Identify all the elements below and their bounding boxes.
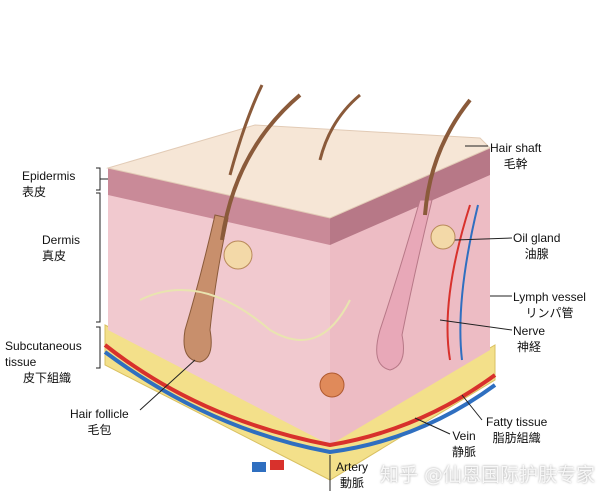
vein-vessel (103, 350, 497, 455)
nerve-fiber (139, 289, 351, 341)
vein-branch (459, 204, 479, 361)
label-vein-en: Vein (452, 429, 476, 443)
hair-shaft-4 (423, 98, 472, 216)
label-nerve-ja: 神経 (517, 340, 542, 354)
label-vein: Vein 静脈 (452, 428, 476, 460)
label-epidermis-en: Epidermis (22, 169, 76, 183)
label-hair-shaft-ja: 毛幹 (503, 157, 528, 171)
vessel-cut-blue (252, 462, 266, 472)
label-dermis-ja: 真皮 (42, 249, 67, 263)
hair-shaft-3 (318, 93, 361, 161)
artery-vessel (103, 343, 497, 448)
label-dermis: Dermis 真皮 (42, 232, 80, 264)
label-subcutaneous-en1: Subcutaneous (5, 339, 82, 353)
watermark: 知乎 @仙恩国际护肤专家 (380, 464, 596, 486)
label-subcutaneous-ja: 皮下組織 (23, 371, 72, 385)
label-nerve-en: Nerve (513, 324, 546, 338)
dermis-front-face (108, 185, 330, 445)
hair-follicle-right (376, 199, 433, 371)
label-hair-follicle-ja: 毛包 (87, 423, 112, 437)
label-artery-en: Artery (336, 460, 369, 474)
label-lymph-vessel-ja: リンパ管 (525, 306, 574, 320)
label-hair-shaft-en: Hair shaft (490, 141, 542, 155)
label-vein-ja: 静脈 (452, 445, 477, 459)
label-epidermis-ja: 表皮 (22, 185, 47, 199)
oil-gland-right (430, 224, 456, 250)
oil-gland-left (223, 240, 253, 270)
hair-shaft-2 (228, 84, 264, 176)
label-hair-follicle-en: Hair follicle (70, 407, 129, 421)
epidermis-right-band (330, 148, 490, 245)
label-subcutaneous: Subcutaneous tissue 皮下組織 (5, 338, 82, 386)
label-lymph-vessel-en: Lymph vessel (513, 290, 586, 304)
label-lymph-vessel: Lymph vessel リンパ管 (513, 289, 586, 321)
sweat-gland (319, 372, 345, 398)
epidermis-front-band (108, 168, 330, 245)
label-artery: Artery 動脈 (336, 459, 368, 491)
skin-surface (106, 124, 491, 219)
hair-shaft (220, 93, 302, 241)
label-epidermis: Epidermis 表皮 (22, 168, 75, 200)
label-nerve: Nerve 神経 (513, 323, 545, 355)
label-subcutaneous-en2: tissue (5, 355, 37, 369)
artery-branch (446, 204, 471, 361)
label-hair-follicle: Hair follicle 毛包 (70, 406, 129, 438)
label-fatty-tissue: Fatty tissue 脂肪組織 (486, 414, 547, 446)
label-fatty-tissue-ja: 脂肪組織 (492, 431, 541, 445)
label-dermis-en: Dermis (42, 233, 80, 247)
label-oil-gland-ja: 油腺 (524, 247, 549, 261)
label-hair-shaft: Hair shaft 毛幹 (490, 140, 541, 172)
label-oil-gland-en: Oil gland (513, 231, 561, 245)
label-oil-gland: Oil gland 油腺 (513, 230, 560, 262)
vessel-cut-red (270, 460, 284, 470)
hair-follicle-left (183, 214, 229, 363)
label-artery-ja: 動脈 (340, 476, 365, 490)
leader-lines (96, 145, 513, 435)
label-fatty-tissue-en: Fatty tissue (486, 415, 548, 429)
